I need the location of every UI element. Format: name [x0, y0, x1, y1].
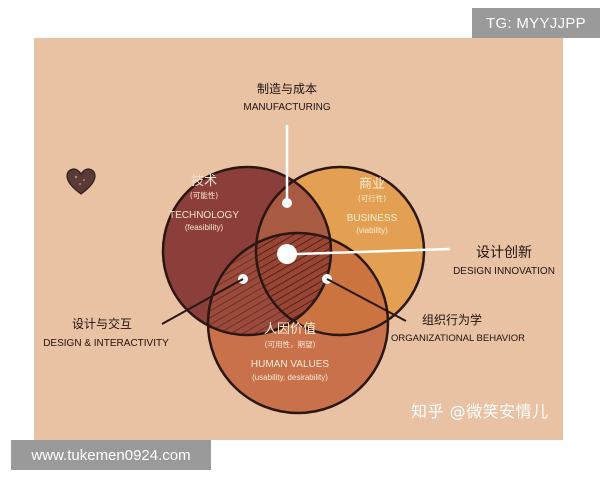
label-technology-en-sub: (feasibility) — [185, 223, 224, 232]
label-technology-cn: 技术 — [191, 174, 217, 189]
watermark-top: TG: MYYJJPP — [472, 8, 600, 38]
label-technology-sub: (可能性) — [190, 190, 218, 200]
watermark-bottom: www.tukemen0924.com — [11, 440, 211, 470]
heart-icon — [66, 168, 96, 195]
label-technology-en: TECHNOLOGY — [169, 210, 239, 221]
label-design-interactivity-cn: 设计与交互 — [72, 316, 132, 331]
source-sticker: 知乎 @微笑安情儿 — [411, 402, 549, 421]
dot-manufacturing — [282, 198, 292, 208]
venn-diagram: 制造与成本 MANUFACTURING 技术 (可能性) TECHNOLOGY … — [43, 82, 555, 415]
label-organizational-behavior-cn: 组织行为学 — [422, 312, 482, 327]
dot-design-innovation — [277, 244, 297, 264]
label-human-values-sub: (可用性，期望) — [265, 339, 316, 349]
label-design-innovation-en: DESIGN INNOVATION — [453, 266, 555, 277]
photo-card: 制造与成本 MANUFACTURING 技术 (可能性) TECHNOLOGY … — [34, 38, 563, 440]
label-business-cn: 商业 — [359, 177, 385, 192]
label-business-sub: (可行性) — [358, 193, 386, 203]
label-human-values-en: HUMAN VALUES — [251, 359, 329, 370]
label-design-interactivity-en: DESIGN & INTERACTIVITY — [43, 338, 169, 349]
label-human-values-cn: 人因价值 — [264, 321, 316, 337]
label-human-values-en-sub: (usability, desirability) — [252, 373, 328, 382]
label-business-en: BUSINESS — [347, 213, 398, 224]
label-organizational-behavior-en: ORGANIZATIONAL BEHAVIOR — [391, 333, 525, 344]
label-business-en-sub: (viability) — [356, 226, 388, 235]
label-manufacturing-cn: 制造与成本 — [257, 82, 317, 96]
label-design-innovation-cn: 设计创新 — [476, 245, 532, 261]
label-manufacturing-en: MANUFACTURING — [243, 102, 330, 113]
